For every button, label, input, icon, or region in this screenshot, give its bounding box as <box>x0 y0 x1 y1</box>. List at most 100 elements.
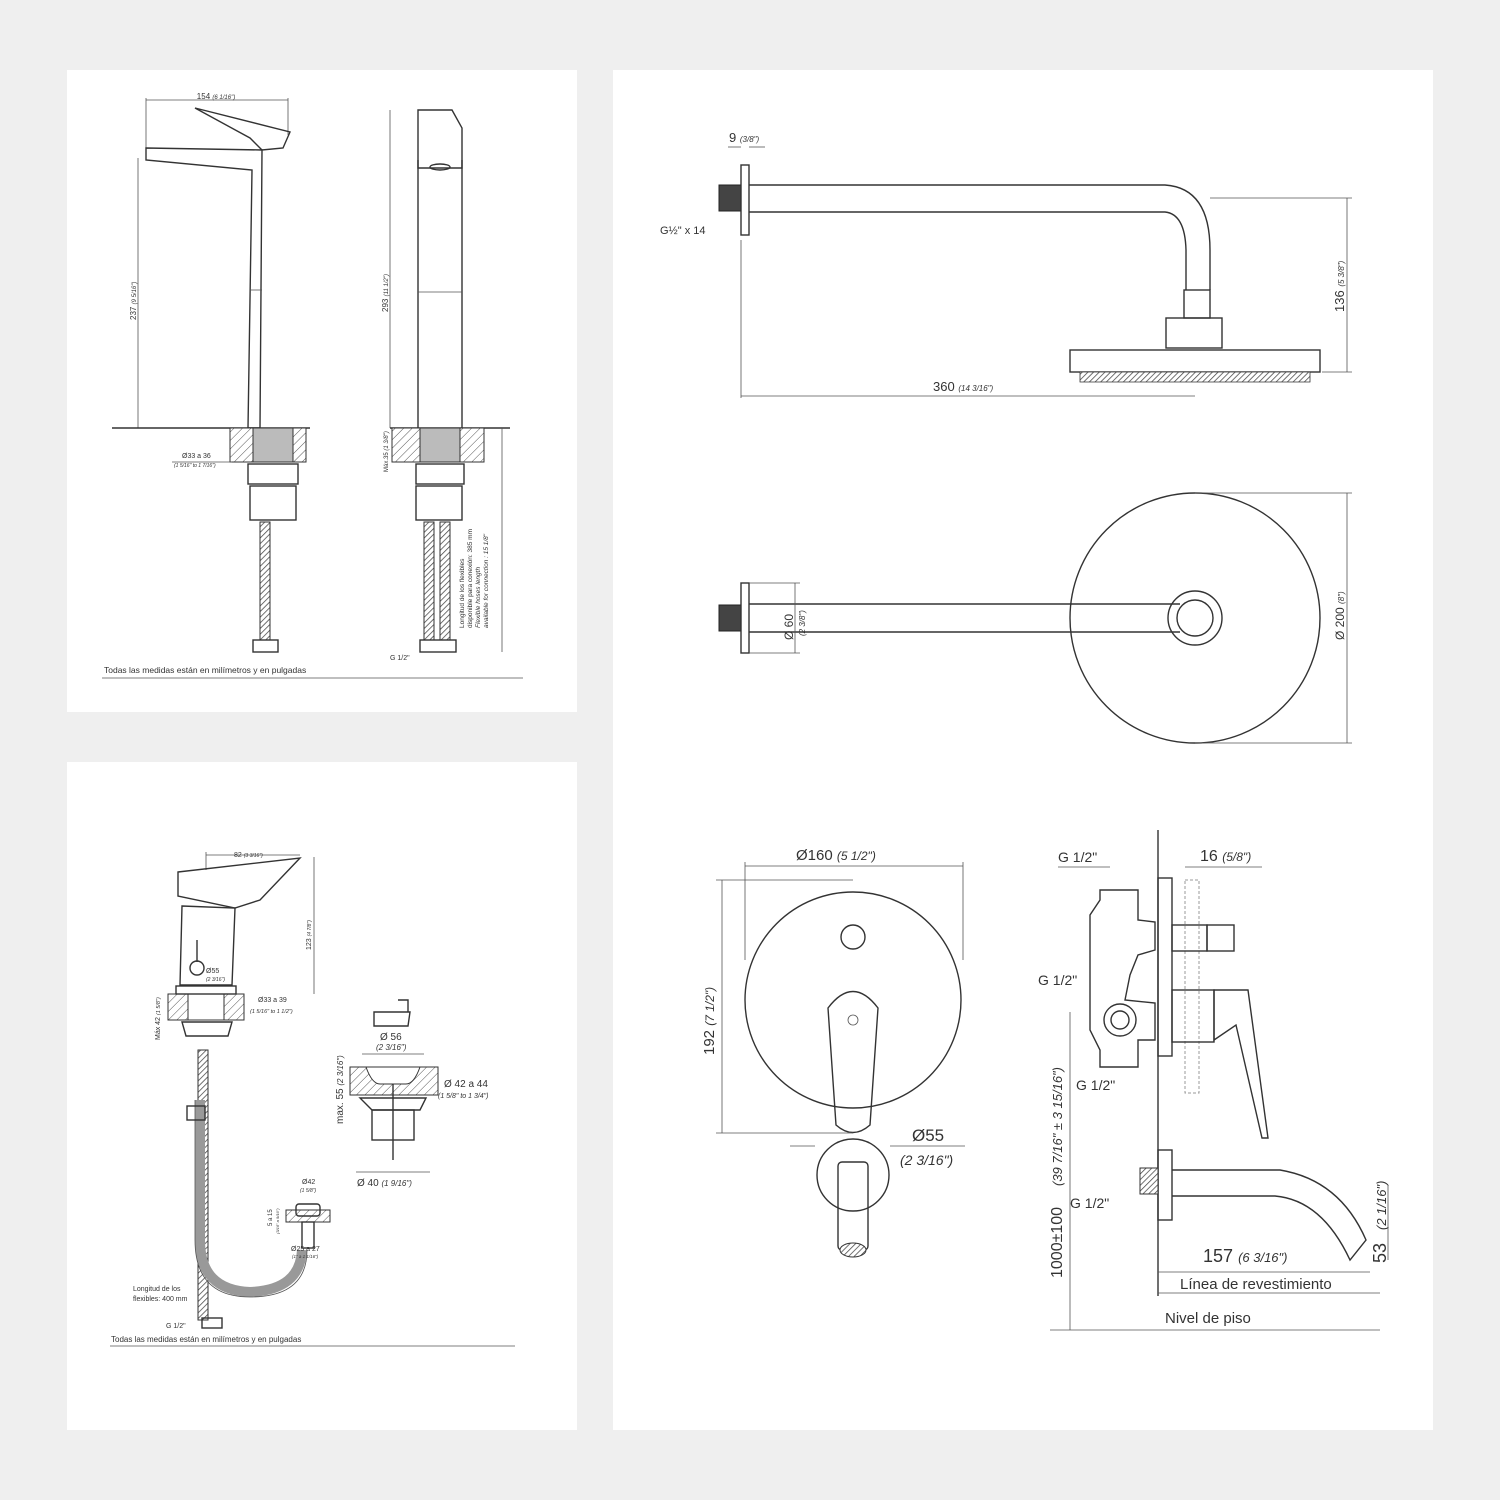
height-dim-in: (4 7/8") <box>307 920 313 937</box>
drain-top-dim: Ø 56 <box>380 1032 402 1043</box>
head-dia-in: (8") <box>1337 591 1346 604</box>
spout-drop-in: (2 1/16") <box>1374 1181 1389 1230</box>
panel-shower-set: 9 (3/8") G½" x 14 360 (14 3/16") 136 (5 … <box>613 70 1433 1430</box>
svg-text:max. 55 (2 3/16"): max. 55 (2 3/16") <box>335 1055 346 1124</box>
svg-text:192 (7 1/2"): 192 (7 1/2") <box>701 987 718 1055</box>
drop-dim: 136 <box>1332 290 1347 312</box>
total-height-dim: 293 <box>381 298 390 312</box>
hole-dim: Ø33 a 36 <box>182 453 211 460</box>
pop-up-drain-view <box>349 999 439 1173</box>
head-dia: Ø 200 <box>1333 607 1347 640</box>
spout-len-in: (6 3/16") <box>1238 1250 1287 1265</box>
width-dim-in: (3 3/16") <box>244 853 263 859</box>
small-top-dim: Ø42 <box>302 1179 315 1186</box>
svg-text:360 (14 3/16"): 360 (14 3/16") <box>933 379 994 394</box>
svg-text:154 (6 1/16"): 154 (6 1/16") <box>197 92 235 101</box>
basin-faucet-drains-drawing: 82 (3 3/16") 123 (4 7/8") Ø55 (2 3/16") … <box>110 852 515 1347</box>
width-dim-in: (6 1/16") <box>212 95 235 101</box>
hole-dim-in: (1 5/16" to 1 1/2") <box>250 1009 293 1015</box>
svg-text:82 (3 3/16"): 82 (3 3/16") <box>234 852 263 859</box>
max-thickness-in: (1 3/8") <box>384 431 390 450</box>
thread-label: G 1/2" <box>166 1323 186 1330</box>
flange-dim: 9 <box>729 130 736 145</box>
shower-set-drawing: 9 (3/8") G½" x 14 360 (14 3/16") 136 (5 … <box>660 130 1390 1331</box>
spout-dia-in: (2 3/16") <box>900 1152 953 1168</box>
floor-height-in: (39 7/16" ± 3 15/16") <box>1050 1067 1065 1186</box>
svg-text:Ø160 (5 1/2"): Ø160 (5 1/2") <box>796 847 876 864</box>
small-thickness-in: (3/16" a 9/16") <box>275 1208 280 1234</box>
small-top-dim-in: (1 5/8") <box>300 1188 317 1194</box>
thread-mid: G 1/2" <box>1038 972 1077 988</box>
plate-height-in: (7 1/2") <box>703 987 717 1026</box>
height-dim-in: (9 5/16") <box>132 282 138 305</box>
faucet-front-view <box>389 109 510 653</box>
hose-note-es-1: Longitud de los flexibles <box>459 558 466 628</box>
small-hole-dim: Ø25 a 27 <box>291 1246 320 1253</box>
faucet-side-view <box>112 98 310 653</box>
svg-text:157 (6 3/16"): 157 (6 3/16") <box>1203 1246 1287 1266</box>
small-thickness: 5 a 15 <box>268 1209 274 1226</box>
svg-text:237 (9 5/16"): 237 (9 5/16") <box>129 282 138 320</box>
drain-hole-dim: Ø 42 a 44 <box>444 1079 488 1090</box>
drain-hole-dim-in: (1 5/8" to 1 3/4") <box>438 1093 489 1100</box>
length-dim-in: (14 3/16") <box>958 384 993 393</box>
base-dim-in: (2 3/16") <box>206 977 225 983</box>
svg-text:16 (5/8"): 16 (5/8") <box>1200 848 1251 865</box>
thread-label: G 1/2" <box>390 655 410 662</box>
hose-note-2: flexibles: 400 mm <box>133 1296 188 1303</box>
thread-spout: G 1/2" <box>1070 1195 1109 1211</box>
flange-dia-in: (2 3/8") <box>798 610 807 636</box>
mixer-side-view <box>1050 830 1389 1331</box>
svg-text:123 (4 7/8"): 123 (4 7/8") <box>306 920 313 950</box>
hole-dim: Ø33 a 39 <box>258 997 287 1004</box>
depth-dim: 16 <box>1200 848 1218 865</box>
svg-text:293 (11 1/2"): 293 (11 1/2") <box>381 274 390 312</box>
spout-len: 157 <box>1203 1246 1233 1266</box>
drain-max-in: (2 3/16") <box>336 1055 345 1086</box>
plate-dia: Ø160 <box>796 847 833 864</box>
svg-text:Máx 42 (1 5/8"): Máx 42 (1 5/8") <box>155 997 162 1040</box>
hose-note-es-2: disponible para conexión: 385 mm <box>467 529 474 628</box>
svg-text:Ø 40 (1 9/16"): Ø 40 (1 9/16") <box>357 1178 412 1189</box>
thread-low: G 1/2" <box>1076 1077 1115 1093</box>
floor-height: 1000±100 <box>1049 1207 1066 1278</box>
max-thickness: Máx 42 <box>155 1017 162 1040</box>
svg-text:Ø 200 (8"): Ø 200 (8") <box>1333 591 1347 640</box>
svg-text:136 (5 3/8"): 136 (5 3/8") <box>1332 260 1347 312</box>
small-hole-dim-in: (1" a 1 1/16") <box>292 1254 319 1259</box>
plate-height: 192 <box>701 1030 718 1055</box>
total-height-dim-in: (11 1/2") <box>384 274 390 296</box>
max-thickness-in: (1 5/8") <box>156 997 162 1015</box>
wall-line-label: Línea de revestimiento <box>1180 1276 1332 1293</box>
hose-note-1: Longitud de los <box>133 1286 181 1293</box>
plate-dia-in: (5 1/2") <box>837 849 876 863</box>
thread-top: G 1/2" <box>1058 849 1097 865</box>
short-faucet-view <box>167 852 315 1329</box>
shower-arm-top-view <box>718 492 1352 744</box>
base-dim: Ø55 <box>206 968 219 975</box>
panel-tall-basin-faucet: 154 (6 1/16") 237 (9 5/16") Ø33 a 36 (1 … <box>67 70 577 712</box>
height-dim: 123 <box>306 938 313 950</box>
spout-drop: 53 <box>1370 1243 1390 1263</box>
footer-note: Todas las medidas están en milímetros y … <box>111 1335 301 1344</box>
arm-thread: G½" x 14 <box>660 225 705 237</box>
footer-note: Todas las medidas están en milímetros y … <box>104 665 306 675</box>
flange-dia: Ø 60 <box>782 614 796 640</box>
hose-note-en-2: available for connection : 15 1/8" <box>483 533 490 628</box>
svg-text:9 (3/8"): 9 (3/8") <box>729 130 759 145</box>
drain-max: max. 55 <box>335 1088 346 1124</box>
svg-text:Máx.35 (1 3/8"): Máx.35 (1 3/8") <box>384 431 390 472</box>
tall-basin-faucet-drawing: 154 (6 1/16") 237 (9 5/16") Ø33 a 36 (1 … <box>102 92 523 679</box>
hole-dim-in: (1 5/16" to 1 7/16") <box>174 463 216 469</box>
drain-top-dim-in: (2 3/16") <box>376 1043 407 1052</box>
panel-basin-faucet-drains: 82 (3 3/16") 123 (4 7/8") Ø55 (2 3/16") … <box>67 762 577 1430</box>
shower-arm-side-view <box>718 146 1352 398</box>
drop-dim-in: (5 3/8") <box>1337 260 1346 286</box>
depth-dim-in: (5/8") <box>1222 850 1251 864</box>
spout-dia: Ø55 <box>912 1126 944 1145</box>
length-dim: 360 <box>933 379 955 394</box>
small-drain-view <box>285 1203 331 1249</box>
max-thickness: Máx.35 <box>384 452 390 472</box>
flange-dim-in: (3/8") <box>740 135 760 144</box>
drain-bottom-dim-in: (1 9/16") <box>381 1179 412 1188</box>
